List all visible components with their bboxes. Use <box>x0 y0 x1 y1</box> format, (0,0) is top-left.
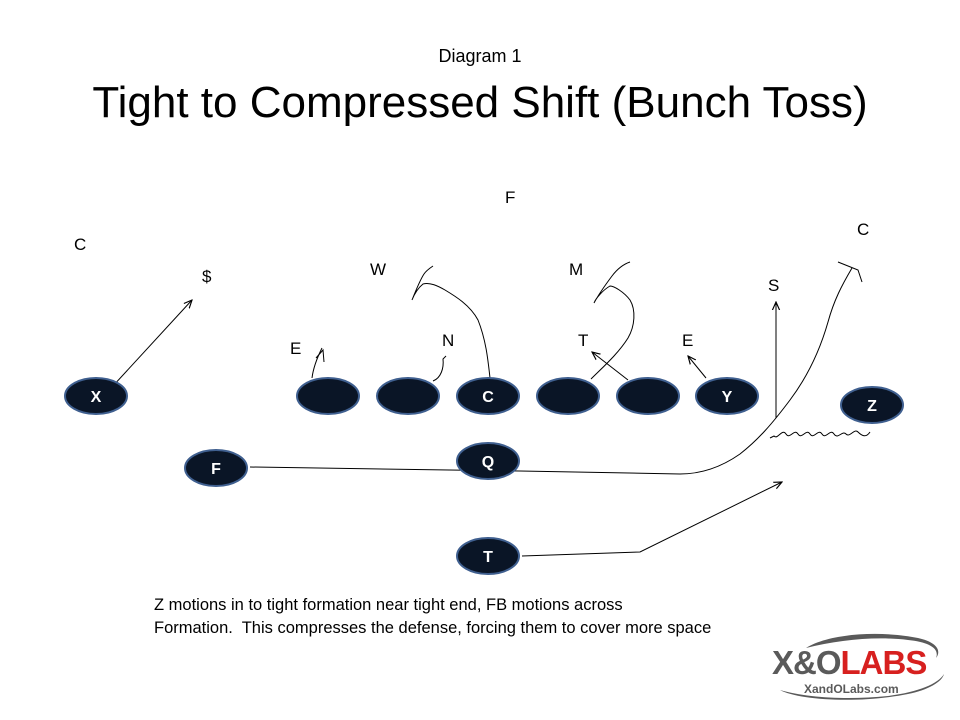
player-z-label: Z <box>867 398 877 415</box>
caption-line-2: Formation. This compresses the defense, … <box>154 619 712 637</box>
offense <box>64 377 904 575</box>
lineman-left-guard <box>376 377 440 415</box>
logo-wordmark: X&OLABS <box>772 644 928 682</box>
x-route <box>111 300 192 388</box>
logo-suffix: LABS <box>840 644 928 681</box>
tb-route <box>521 482 782 557</box>
caption-line-1: Z motions in to tight formation near tig… <box>154 596 623 614</box>
defender-right-corner: C <box>857 220 869 239</box>
xandolabs-logo: X&OLABS XandOLabs.com <box>758 628 948 708</box>
player-center-label: C <box>482 389 494 406</box>
lineman-left-tackle <box>296 377 360 415</box>
player-qb <box>456 442 520 480</box>
left-end-rush <box>311 347 323 379</box>
left-end-rush-tip <box>315 348 325 363</box>
player-tb-label: T <box>483 549 493 566</box>
logo-swoosh-icon <box>780 633 944 700</box>
fb-motion <box>249 466 681 475</box>
lineman-right-guard <box>536 377 600 415</box>
defender-mike: M <box>569 260 583 279</box>
z-motion <box>769 430 871 439</box>
defender-left-end: E <box>290 339 301 358</box>
player-center <box>456 377 520 415</box>
mike-scrape <box>590 261 635 380</box>
player-y <box>695 377 759 415</box>
defender-tackle: T <box>578 331 588 350</box>
defender-left-corner: C <box>74 235 86 254</box>
logo-prefix: X&O <box>772 644 842 681</box>
player-fb <box>184 449 248 487</box>
player-fb-label: F <box>211 461 221 478</box>
defender-dollar: $ <box>202 267 212 286</box>
route-lines <box>111 261 871 557</box>
diagram-subtitle: Diagram 1 <box>438 46 522 66</box>
defender-strong-safety: S <box>768 276 779 295</box>
player-y-label: Y <box>722 389 733 406</box>
defender-free-safety: F <box>505 188 515 207</box>
defender-nose: N <box>442 331 454 350</box>
player-x <box>64 377 128 415</box>
logo-url: XandOLabs.com <box>804 682 899 696</box>
lineman-right-tackle <box>616 377 680 415</box>
defender-right-end: E <box>682 331 693 350</box>
diagram-title: Tight to Compressed Shift (Bunch Toss) <box>92 78 868 127</box>
player-x-label: X <box>91 389 102 406</box>
defender-will: W <box>370 260 386 279</box>
corner-tip <box>837 261 863 283</box>
nose-slant <box>432 355 447 382</box>
play-caption: Z motions in to tight formation near tig… <box>154 594 711 640</box>
corner-pursuit <box>679 267 853 475</box>
player-tb <box>456 537 520 575</box>
right-end-arrow <box>688 356 707 379</box>
player-z <box>840 386 904 424</box>
tackle-arrow <box>592 352 629 381</box>
player-qb-label: Q <box>482 454 494 471</box>
will-scrape <box>411 265 491 379</box>
